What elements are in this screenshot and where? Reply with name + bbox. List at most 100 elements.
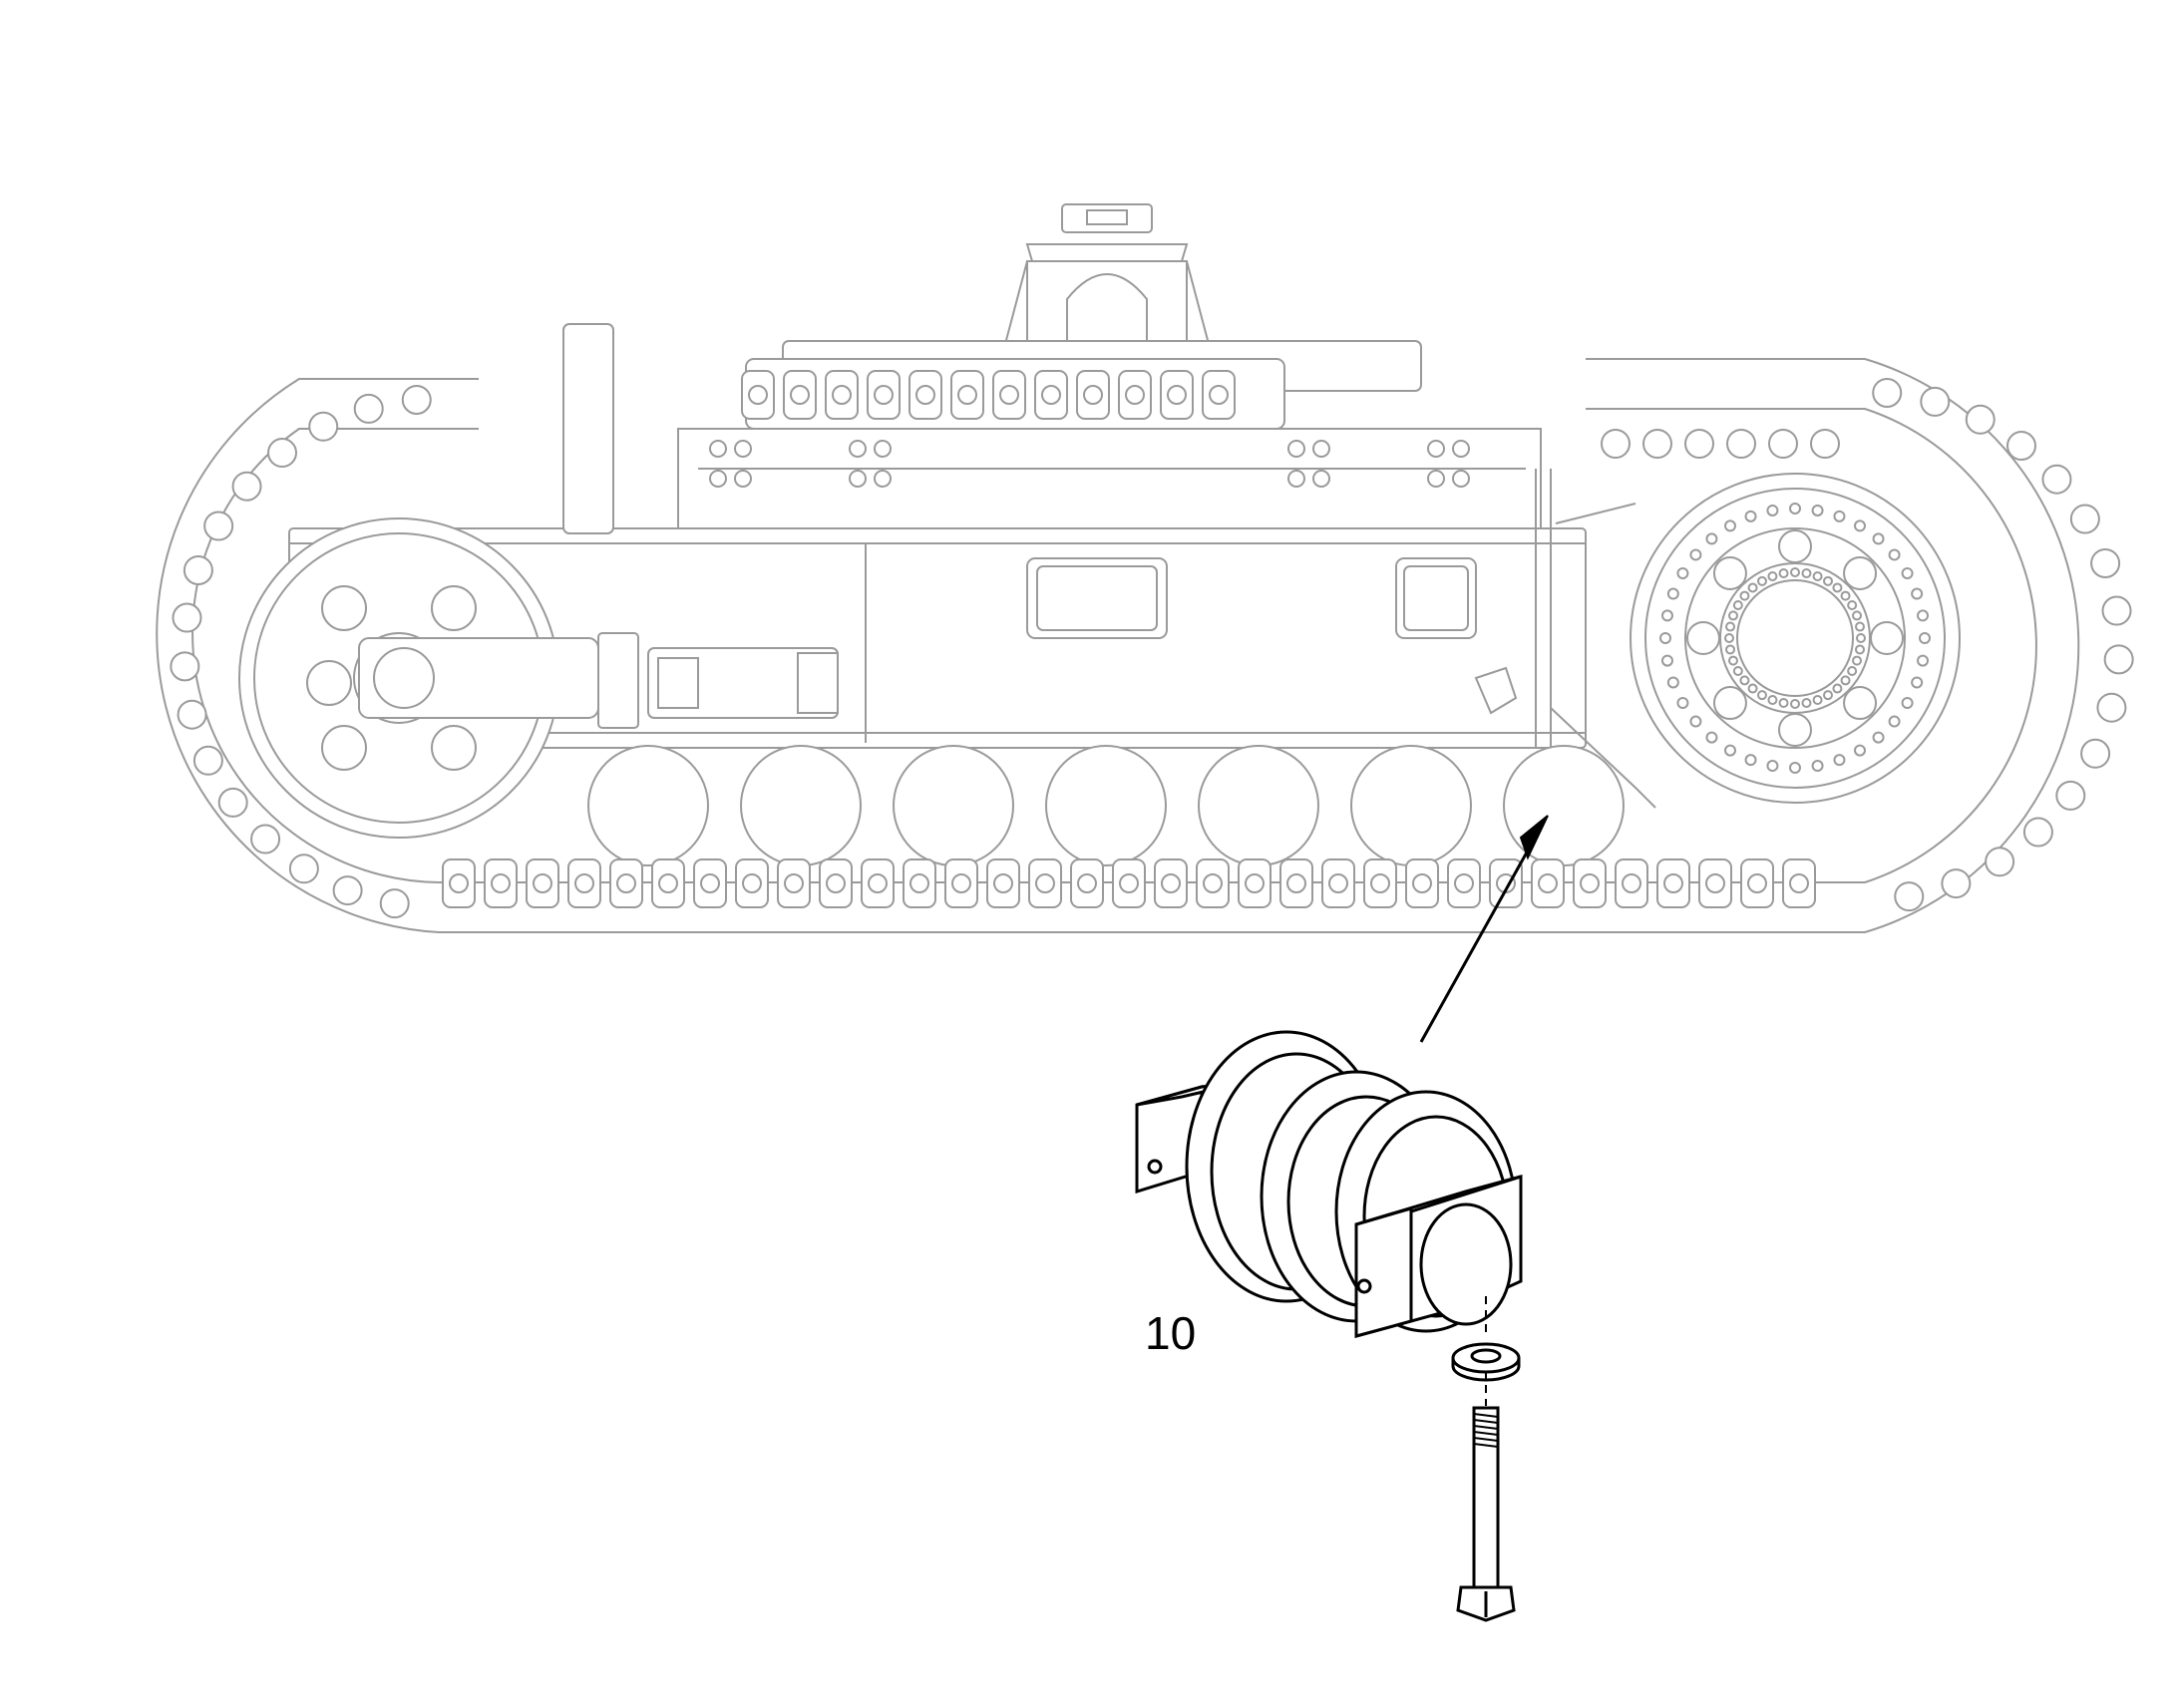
sprocket-tooth — [1856, 633, 1866, 643]
sprocket-tooth — [1727, 610, 1738, 621]
sprocket-bolt — [1919, 632, 1931, 644]
sprocket-tooth — [1790, 699, 1800, 709]
track-link — [1872, 377, 1903, 408]
track-link — [1196, 858, 1230, 908]
frame-bolt — [1287, 470, 1305, 488]
track-link — [1782, 858, 1816, 908]
track-link — [177, 699, 207, 730]
frame-bolt — [874, 470, 892, 488]
track-link — [825, 370, 859, 420]
track-link — [2096, 692, 2127, 723]
sprocket-hole — [1870, 621, 1904, 655]
sprocket-bolt — [1676, 567, 1689, 579]
track-link — [2080, 738, 2111, 769]
leader-arrow — [1419, 815, 1549, 1043]
track-link — [182, 554, 213, 585]
track-link — [986, 858, 1020, 908]
track-pin — [832, 385, 852, 405]
bottom-roller — [587, 745, 709, 866]
sprocket-tooth — [1854, 621, 1865, 632]
sprocket-bolt — [1705, 731, 1718, 744]
sprocket-tooth — [1801, 568, 1812, 579]
track-link — [2041, 464, 2072, 495]
track-link — [735, 858, 769, 908]
track-link — [1965, 404, 1996, 435]
sprocket-tooth — [1840, 675, 1851, 686]
track-pin — [700, 873, 720, 893]
sprocket-tooth — [1724, 633, 1734, 643]
sprocket-tooth — [1812, 570, 1823, 581]
sprocket-bolt — [1833, 510, 1846, 522]
sprocket-hole — [1712, 555, 1747, 590]
track-pin — [1454, 873, 1474, 893]
bottom-roller — [893, 745, 1014, 866]
sprocket-bolt — [1766, 504, 1779, 516]
sprocket-bolt — [1689, 548, 1702, 561]
track-pin — [1622, 873, 1641, 893]
bottom-rollers — [587, 745, 1625, 866]
track-pin — [957, 385, 977, 405]
track-link — [1941, 868, 1972, 899]
sprocket-bolt — [1676, 697, 1689, 709]
track-pin — [1035, 873, 1055, 893]
sprocket-hole — [1686, 621, 1720, 655]
track-pin — [1209, 385, 1229, 405]
sprocket-tooth — [1823, 575, 1833, 586]
carrier-frame — [677, 340, 1542, 529]
bolt-thread — [1473, 1431, 1499, 1436]
sprocket-bolt — [1766, 760, 1779, 773]
track-link — [217, 787, 248, 818]
track-pin — [574, 873, 594, 893]
track-link — [1154, 858, 1188, 908]
frame-bolt — [849, 470, 867, 488]
bolt-thread — [1473, 1413, 1499, 1418]
sprocket-bolt — [1811, 504, 1824, 516]
sprocket-bolt — [1833, 754, 1846, 767]
sprocket-tooth — [1852, 610, 1863, 621]
track-link — [1726, 429, 1756, 459]
sprocket-tooth — [1725, 621, 1736, 632]
track-link — [231, 471, 262, 502]
track-link — [1034, 370, 1068, 420]
track-link — [1405, 858, 1439, 908]
track-pin — [449, 873, 469, 893]
track-pin — [748, 385, 768, 405]
track-link — [2069, 504, 2100, 534]
track-link — [2005, 431, 2036, 462]
track-link — [2022, 817, 2053, 848]
track-link — [288, 854, 319, 884]
track-link — [1656, 858, 1690, 908]
track-link — [1810, 429, 1840, 459]
undercarriage-assembly — [156, 203, 2134, 933]
sprocket-bolt — [1660, 609, 1673, 622]
track-pin — [1286, 873, 1306, 893]
track-link — [1321, 858, 1355, 908]
track-link — [192, 745, 223, 776]
frame-bolt — [1287, 440, 1305, 458]
track-pin — [993, 873, 1013, 893]
track-pin — [1328, 873, 1348, 893]
track-link — [651, 858, 685, 908]
sprocket-tooth — [1854, 644, 1865, 655]
sprocket-bolt — [1666, 587, 1679, 600]
track-link — [401, 384, 432, 415]
track-pin — [784, 873, 804, 893]
sprocket-tooth — [1732, 666, 1743, 676]
track-link — [2103, 644, 2134, 675]
track-link — [308, 411, 339, 442]
track-pin — [1203, 873, 1223, 893]
sprocket-bolt — [1666, 676, 1679, 689]
bottom-roller — [1350, 745, 1472, 866]
sprocket-bolt — [1911, 676, 1924, 689]
sprocket-hole — [1778, 529, 1812, 563]
sprocket-bolt — [1872, 731, 1885, 744]
sprocket-tooth — [1757, 690, 1767, 701]
track-link — [1076, 370, 1110, 420]
sprocket-hole — [1712, 686, 1747, 721]
track-link — [203, 511, 234, 541]
track-link — [741, 370, 775, 420]
track-roller — [1135, 1030, 1523, 1338]
track-link — [609, 858, 643, 908]
track-link — [1238, 858, 1272, 908]
sprocket-hole — [1843, 686, 1878, 721]
